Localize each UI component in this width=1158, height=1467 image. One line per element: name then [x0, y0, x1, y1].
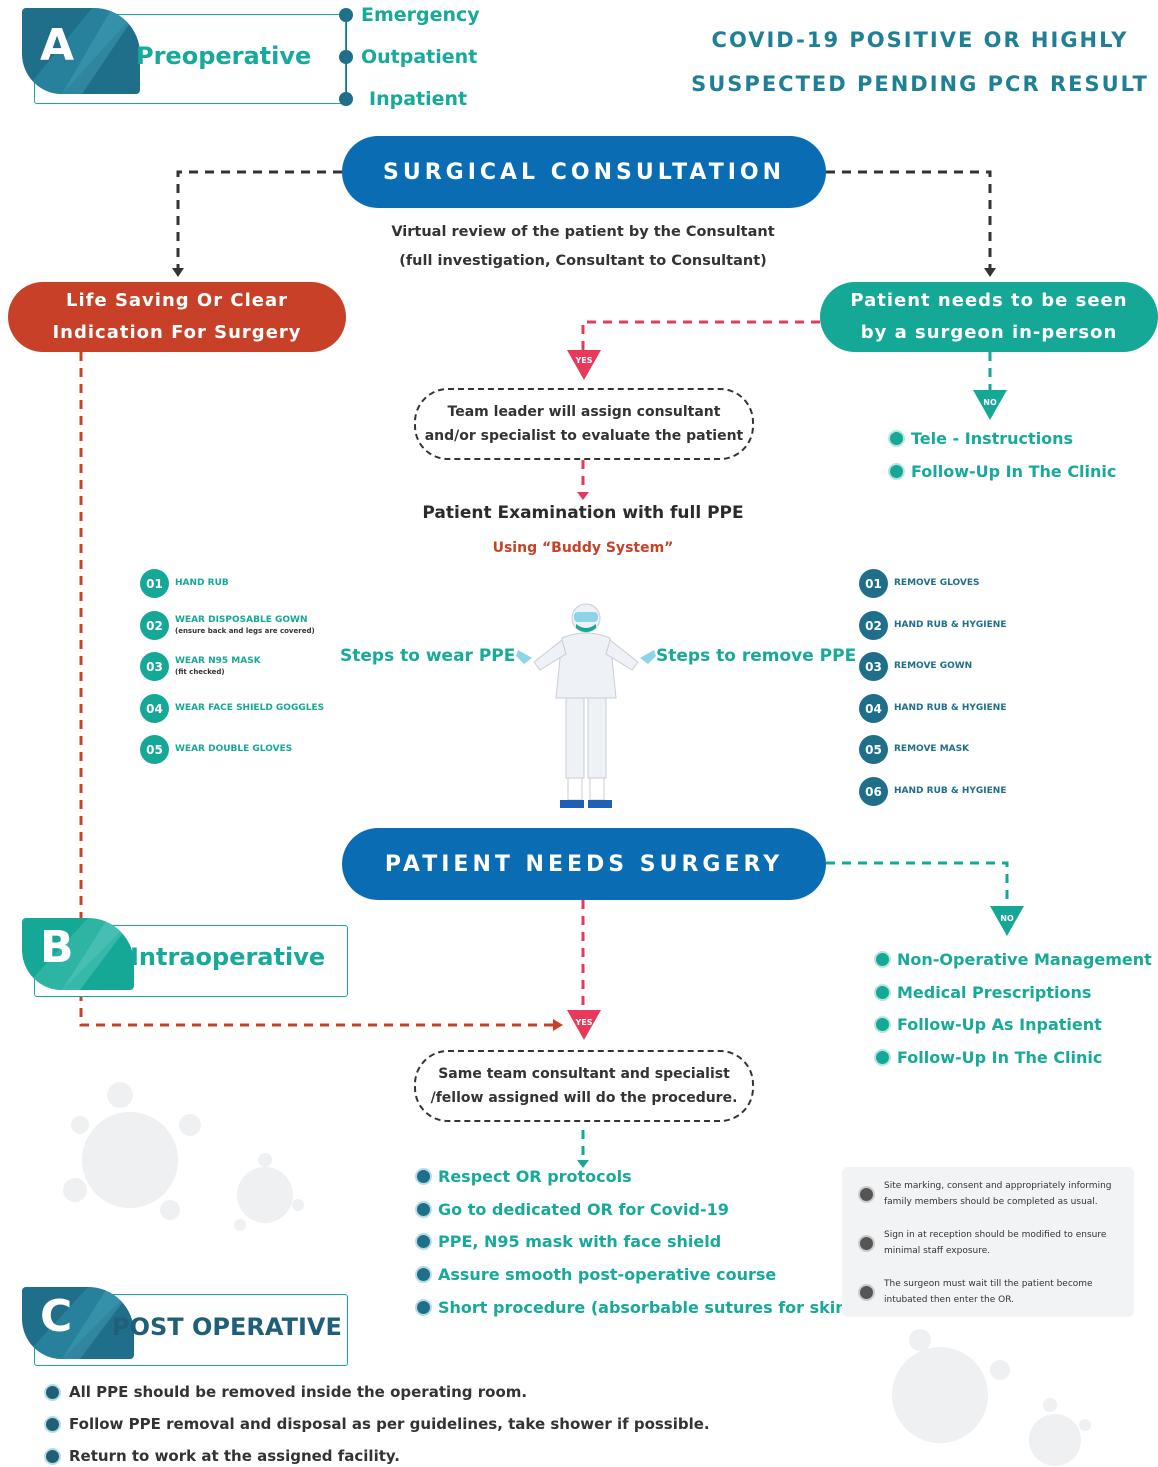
note-item: The surgeon must wait till the patient b… — [858, 1276, 1093, 1308]
yes-marker-1: YES — [567, 350, 601, 380]
section-c-tab: C — [22, 1287, 134, 1359]
no-branch-2-item: Follow-Up In The Clinic — [874, 1048, 1102, 1067]
or-protocol-item: Short procedure (absorbable sutures for … — [415, 1298, 854, 1317]
yes-marker-2-label: YES — [575, 1018, 593, 1027]
type-inpatient: Inpatient — [339, 88, 467, 110]
yes-marker-1-label: YES — [575, 356, 593, 365]
type-emergency: Emergency — [339, 4, 480, 26]
or-protocol-item: PPE, N95 mask with face shield — [415, 1232, 721, 1251]
exam-subtitle: Using “Buddy System” — [492, 540, 674, 556]
in-person-line2: by a surgeon in-person — [860, 322, 1118, 343]
ppe-figure-icon — [516, 603, 656, 808]
consultation-desc-line1: Virtual review of the patient by the Con… — [391, 224, 775, 240]
wear-step-03-text: WEAR N95 MASK — [175, 655, 261, 666]
no-branch-2-item: Follow-Up As Inpatient — [874, 1015, 1102, 1034]
page-title-line2: SUSPECTED PENDING PCR RESULT — [691, 72, 1149, 96]
wear-ppe-label: Steps to wear PPE — [340, 646, 516, 666]
no-marker-1: NO — [973, 390, 1007, 420]
in-person-line1: Patient needs to be seen — [850, 290, 1128, 311]
wear-step-02-text: WEAR DISPOSABLE GOWN — [175, 614, 308, 625]
type-outpatient: Outpatient — [339, 46, 477, 68]
wear-step-02-sub: (ensure back and legs are covered) — [175, 626, 315, 635]
or-protocol-item: Go to dedicated OR for Covid-19 — [415, 1200, 729, 1219]
post-op-item: All PPE should be removed inside the ope… — [44, 1383, 527, 1401]
no-branch-2-item: Non-Operative Management — [874, 950, 1152, 969]
same-team-line1: Same team consultant and specialist — [438, 1066, 730, 1082]
no-branch-1-item: Follow-Up In The Clinic — [888, 462, 1116, 481]
surgical-consultation-node: SURGICAL CONSULTATION — [342, 136, 826, 208]
consultation-description: Virtual review of the patient by the Con… — [330, 218, 836, 276]
or-protocol-item: Assure smooth post-operative course — [415, 1265, 776, 1284]
section-b-letter: B — [40, 922, 74, 973]
remove-ppe-label: Steps to remove PPE — [656, 646, 857, 666]
team-leader-line2: and/or specialist to evaluate the patien… — [424, 428, 744, 444]
section-a-label: Preoperative — [136, 42, 312, 70]
consultation-desc-line2: (full investigation, Consultant to Consu… — [399, 253, 767, 269]
notes-panel — [842, 1167, 1134, 1317]
life-saving-line1: Life Saving Or Clear — [66, 290, 288, 311]
no-marker-2: NO — [990, 906, 1024, 936]
wear-step-03-sub: (fit checked) — [175, 667, 225, 676]
section-b-label: Intraoperative — [130, 943, 326, 971]
team-leader-node: Team leader will assign consultant and/or… — [414, 388, 754, 460]
or-protocol-item: Respect OR protocols — [415, 1167, 632, 1186]
same-team-node: Same team consultant and specialist/fell… — [414, 1050, 754, 1122]
section-a-tab: A — [22, 8, 140, 94]
section-a-letter: A — [40, 20, 75, 71]
team-leader-line1: Team leader will assign consultant — [447, 404, 721, 420]
note-item: Site marking, consent and appropriately … — [858, 1178, 1111, 1210]
same-team-line2: /fellow assigned will do the procedure. — [430, 1090, 738, 1106]
section-c-label: POST OPERATIVE — [112, 1313, 342, 1341]
no-branch-2-item: Medical Prescriptions — [874, 983, 1091, 1002]
exam-title: Patient Examination with full PPE — [422, 503, 744, 523]
section-b-tab: B — [22, 918, 134, 990]
no-marker-1-label: NO — [983, 398, 997, 407]
section-c-letter: C — [40, 1291, 73, 1342]
page-title: COVID-19 POSITIVE OR HIGHLY SUSPECTED PE… — [690, 18, 1150, 106]
yes-marker-2: YES — [567, 1010, 601, 1040]
no-marker-2-label: NO — [1000, 914, 1014, 923]
life-saving-line2: Indication For Surgery — [52, 322, 302, 343]
note-item: Sign in at reception should be modified … — [858, 1227, 1106, 1259]
page-title-line1: COVID-19 POSITIVE OR HIGHLY — [711, 28, 1129, 52]
post-op-item: Follow PPE removal and disposal as per g… — [44, 1415, 710, 1433]
patient-needs-surgery-node: PATIENT NEEDS SURGERY — [342, 828, 826, 900]
in-person-node: Patient needs to be seen by a surgeon in-… — [820, 282, 1158, 352]
post-op-item: Return to work at the assigned facility. — [44, 1447, 400, 1465]
no-branch-1-item: Tele - Instructions — [888, 429, 1073, 448]
